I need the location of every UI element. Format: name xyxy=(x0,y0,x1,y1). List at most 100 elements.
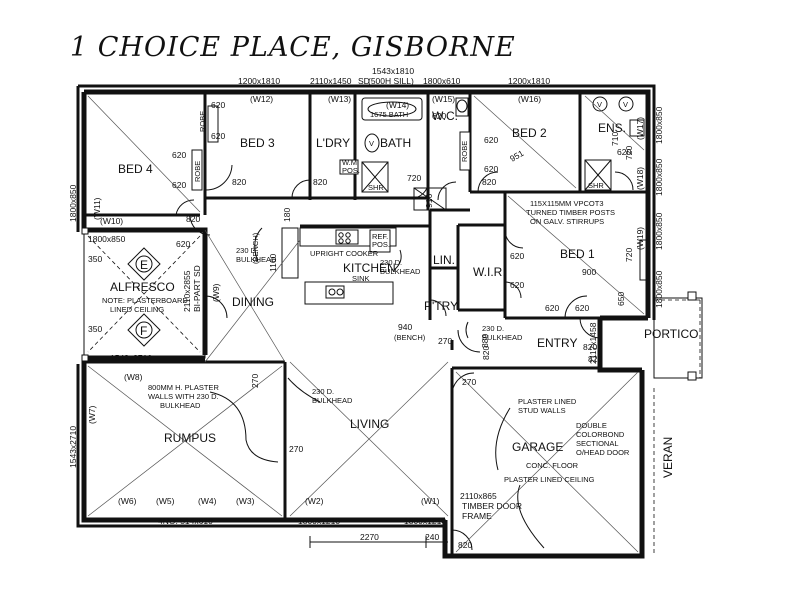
dim-710: 710 xyxy=(610,132,620,146)
note-posts-2: TURNED TIMBER POSTS xyxy=(526,208,615,217)
dim-620f: 620 xyxy=(484,164,498,174)
note-rumpus-1: 800MM H. PLASTER xyxy=(148,383,219,392)
note-v-ens2: V xyxy=(623,100,628,109)
dim-270b: 270 xyxy=(462,377,476,387)
dim-880: 880 xyxy=(480,334,490,348)
room-bed2: BED 2 xyxy=(512,126,547,140)
dim-350b: 350 xyxy=(88,324,102,334)
room-laundry: L'DRY xyxy=(316,136,350,150)
room-lin: LIN. xyxy=(433,253,455,267)
dim-left-1543x2710: 1543x2710 xyxy=(68,426,78,468)
window-w13: (W13) xyxy=(328,94,351,104)
room-living: LIVING xyxy=(350,417,389,431)
note-rumpus-3: BULKHEAD xyxy=(160,401,201,410)
diagonal-marks xyxy=(87,95,645,553)
dim-alfresco-bipart: BI-PART SD xyxy=(192,265,202,312)
room-portico: PORTICO xyxy=(644,327,698,341)
room-bed4: BED 4 xyxy=(118,162,153,176)
dim-820c: 820 xyxy=(313,177,327,187)
alfresco-symbols: E F xyxy=(127,247,161,347)
dim-720a: 720 xyxy=(407,173,421,183)
note-bulkhead-dining: 230 D. xyxy=(236,246,258,255)
dim-top-2b: SD xyxy=(358,76,370,86)
dim-right-3: 1800x850 xyxy=(654,212,664,250)
dim-top-1: 1200x1810 xyxy=(238,76,280,86)
note-garage-ceiling: PLASTER LINED CEILING xyxy=(504,475,595,484)
dim-bottom-1800x1210a: 1800x1210 xyxy=(298,516,340,526)
note-cooker: UPRIGHT COOKER xyxy=(310,249,379,258)
room-rumpus: RUMPUS xyxy=(164,431,216,445)
alfresco-outline xyxy=(81,227,206,362)
note-robe-bed3: ROBE xyxy=(198,111,207,132)
dim-270a: 270 xyxy=(438,336,452,346)
room-entry: ENTRY xyxy=(537,336,577,350)
plan-title: 1 CHOICE PLACE, GISBORNE xyxy=(70,32,516,63)
dim-820e: 820 xyxy=(583,342,597,352)
bottom-dimensions: 4NO. 514x610 1800x1210 1800x1210 2110x86… xyxy=(158,491,522,548)
window-w4: (W4) xyxy=(198,496,217,506)
note-garage-wall-1: PLASTER LINED xyxy=(518,397,577,406)
room-veran: VERAN xyxy=(661,437,675,478)
dim-mid-1543x2710: 1543x2710 xyxy=(110,353,152,363)
note-v-ens1: V xyxy=(597,100,602,109)
dim-top-2: 2110x1450 xyxy=(310,76,352,86)
dim-right-2: 1800x850 xyxy=(654,158,664,196)
side-dimensions: 1800x850 1800x850 1543x2710 1543x2710 21… xyxy=(68,106,664,468)
note-shr-ens: SHR xyxy=(588,181,604,190)
room-garage: GARAGE xyxy=(512,440,563,454)
dim-620j: 620 xyxy=(545,303,559,313)
note-garage-door-1: DOUBLE xyxy=(576,421,607,430)
dim-951: 951 xyxy=(508,148,526,164)
window-w14: (W14) xyxy=(386,100,409,110)
window-w3: (W3) xyxy=(236,496,255,506)
note-garage-floor: CONC. FLOOR xyxy=(526,461,579,470)
window-w9: (W9) xyxy=(211,283,221,302)
dim-alfresco-2110: 2110x2855 xyxy=(182,270,192,312)
note-bulkhead-kitchen: 230 D. xyxy=(380,258,402,267)
note-rumpus-2: WALLS WITH 230 D. xyxy=(148,392,219,401)
note-wm-pos: W.M. xyxy=(342,158,359,167)
note-bulkhead-entry2: BULKHEAD xyxy=(482,333,523,342)
room-ens: ENS. xyxy=(598,121,626,135)
dim-bottom-timber: TIMBER DOOR xyxy=(462,501,522,511)
dim-620g: 620 xyxy=(176,239,190,249)
dim-bottom-240: 240 xyxy=(425,532,439,542)
note-robe-bed2: ROBE xyxy=(460,141,469,162)
note-bench-1: (BENCH) xyxy=(251,232,260,264)
dim-270d: 270 xyxy=(289,444,303,454)
dim-940: 940 xyxy=(398,322,412,332)
dim-bottom-1800x1210b: 1800x1210 xyxy=(404,516,446,526)
note-posts-3: ON GALV. STIRRUPS xyxy=(530,217,604,226)
dim-bottom-4no: 4NO. 514x610 xyxy=(158,516,213,526)
dim-bath-1675: 1675 BATH xyxy=(370,110,408,119)
room-wir: W.I.R. xyxy=(473,265,506,279)
dim-900: 900 xyxy=(582,267,596,277)
note-garage-door-2: COLORBOND xyxy=(576,430,625,439)
note-bench-2: (BENCH) xyxy=(394,333,426,342)
dim-top-3: 1543x1810 xyxy=(372,66,414,76)
note-ref-pos: REF. xyxy=(372,232,388,241)
window-w16: (W16) xyxy=(518,94,541,104)
dim-bottom-2110x865: 2110x865 xyxy=(460,491,497,501)
door-dimensions: 620 620 620 620 620 620 620 620 620 620 … xyxy=(88,100,634,550)
note-bulkhead-living: 230 D. xyxy=(312,387,334,396)
note-shr-bath: SHR xyxy=(368,183,384,192)
note-v-bath: V xyxy=(369,139,374,148)
dim-portico-2117: 2117x1458 xyxy=(588,322,598,364)
window-w12: (W12) xyxy=(250,94,273,104)
note-garage-door-3: SECTIONAL xyxy=(576,439,619,448)
note-sink: SINK xyxy=(352,274,370,283)
dim-1160: 1160 xyxy=(268,253,278,272)
dim-820d: 820 xyxy=(482,177,496,187)
dim-620i: 620 xyxy=(510,280,524,290)
note-bulkhead-kitchen2: BULKHEAD xyxy=(380,267,421,276)
window-w6: (W6) xyxy=(118,496,137,506)
note-ref-pos2: POS. xyxy=(372,240,390,249)
dim-top-5: 1200x1810 xyxy=(508,76,550,86)
room-alfresco: ALFRESCO xyxy=(110,280,175,294)
window-labels: (W1) (W2) (W3) (W4) (W5) (W6) (W7) (W8) … xyxy=(87,94,645,506)
symbol-e: E xyxy=(140,258,148,272)
room-ptry: P'TRY xyxy=(424,299,458,313)
dim-820f: 820 xyxy=(588,354,602,364)
